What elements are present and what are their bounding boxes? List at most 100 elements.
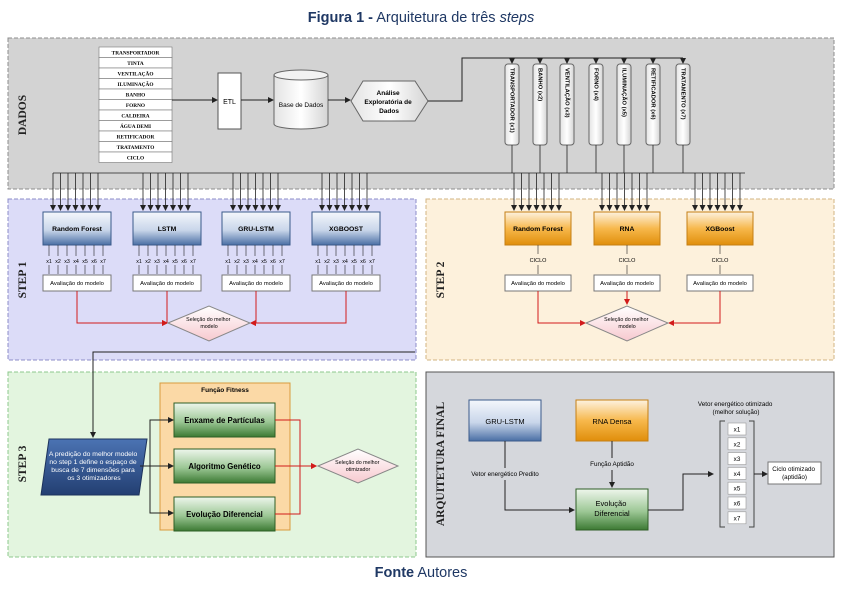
step3-red-connector <box>275 466 301 515</box>
optimizer-label: Evolução Diferencial <box>186 510 263 519</box>
step2-evaluation-label: Avaliação do modelo <box>693 281 747 287</box>
step1-model-label: LSTM <box>158 226 177 233</box>
step1-red-connector <box>76 291 168 326</box>
selected-variable-label: FORNO (x4) <box>592 68 598 101</box>
step2-output-label: CICLO <box>712 258 730 264</box>
database-label: Base de Dados <box>279 102 324 109</box>
output-variable-label: x2 <box>324 259 330 265</box>
output-variable-label: x7 <box>279 259 285 265</box>
step3-note-parallelogram <box>40 438 148 496</box>
variable-label: CICLO <box>127 156 144 162</box>
step2-selection-diamond <box>584 305 670 342</box>
variable-label: TINTA <box>127 61 144 67</box>
output-variable-label: x6 <box>360 259 366 265</box>
output-variable-label: x6 <box>270 259 276 265</box>
final-gru-lstm-label: GRU-LSTM <box>485 417 524 426</box>
output-variable-label: x1 <box>46 259 52 265</box>
exploratory-analysis-label: Análise Exploratória de Dados <box>364 90 413 115</box>
output-variable-label: x4 <box>73 259 79 265</box>
optimizer-label: Enxame de Partículas <box>184 416 265 425</box>
output-variable-label: x3 <box>154 259 160 265</box>
variable-label: CALDEIRA <box>121 114 149 120</box>
output-variable-label: x7 <box>190 259 196 265</box>
vector-cell <box>727 452 747 465</box>
output-variable-label: x5 <box>82 259 88 265</box>
output-variable-label: x5 <box>261 259 267 265</box>
variable-label: ÁGUA DEMI <box>120 122 151 130</box>
step2-output-label: CICLO <box>619 258 637 264</box>
final-evo-label: Evolução Diferencial <box>594 499 630 518</box>
vector-cell <box>727 422 747 436</box>
step1-selection-label: Seleção do melhor modelo <box>186 317 232 330</box>
step2-label: STEP 2 <box>435 261 447 298</box>
optimizer-box <box>173 448 276 484</box>
selected-variable-label: VENTILAÇÃO (x3) <box>563 68 570 118</box>
vector-cell-label: x5 <box>734 486 741 493</box>
final-gru-lstm-box <box>468 399 542 442</box>
output-variable-label: x3 <box>333 259 339 265</box>
selected-variable-label: RETIFICADOR (x6) <box>649 68 655 120</box>
step1-model-label: XGBOOST <box>329 226 364 233</box>
variable-label: VENTILAÇÃO <box>118 70 154 78</box>
output-variable-label: x5 <box>351 259 357 265</box>
step2-model-label: RNA <box>620 226 635 233</box>
step1-model-box <box>132 211 202 246</box>
output-variable-label: x4 <box>342 259 348 265</box>
final-evo-box <box>575 488 649 531</box>
output-variable-label: x5 <box>172 259 178 265</box>
optimizer-box <box>173 402 276 438</box>
step1-model-label: GRU-LSTM <box>238 226 274 233</box>
step2-model-label: Random Forest <box>513 226 564 233</box>
variable-label: TRATAMENTO <box>117 145 155 151</box>
step1-evaluation-label: Avaliação do modelo <box>140 281 194 287</box>
step1-model-box <box>221 211 291 246</box>
step3-label: STEP 3 <box>17 445 29 482</box>
etl-label: ETL <box>223 99 236 106</box>
output-variable-label: x3 <box>64 259 70 265</box>
step2-red-connector <box>537 291 586 326</box>
step1-evaluation-label: Avaliação do modelo <box>50 281 104 287</box>
step2-model-box <box>686 211 754 246</box>
vector-cell <box>727 437 747 451</box>
step2-model-label: XGBoost <box>705 226 735 233</box>
output-variable-label: x1 <box>225 259 231 265</box>
fitness-function-label: Função Fitness <box>201 387 249 394</box>
vector-cell-label: x2 <box>734 441 741 448</box>
step2-evaluation-label: Avaliação do modelo <box>600 281 654 287</box>
step3-note: A predição do melhor modelo no step 1 de… <box>49 451 139 482</box>
vector-cell-label: x3 <box>734 456 741 463</box>
figure-source: Fonte Autores <box>374 565 468 581</box>
selected-variable-label: ILUMINAÇÃO (x5) <box>620 68 627 117</box>
step3-selection-label: Seleção do melhor otimizador <box>335 460 381 473</box>
selected-variable-label: TRATAMENTO (x7) <box>679 68 685 120</box>
output-variable-label: x2 <box>234 259 240 265</box>
output-variable-label: x4 <box>252 259 258 265</box>
output-variable-label: x3 <box>243 259 249 265</box>
variable-label: ILUMINAÇÃO <box>118 80 154 88</box>
output-variable-label: x2 <box>145 259 151 265</box>
step2-red-connector <box>668 291 721 326</box>
vector-cell <box>727 511 747 525</box>
predicted-vector-label: Vetor energético Predito <box>471 471 539 478</box>
variable-cell <box>98 151 173 163</box>
output-variable-label: x7 <box>369 259 375 265</box>
vector-cell-label: x1 <box>734 427 741 434</box>
vector-cell <box>727 467 747 480</box>
final-rna-label: RNA Densa <box>592 417 632 426</box>
vector-cell <box>727 496 747 510</box>
vector-cell-label: x7 <box>734 515 741 522</box>
vector-cell-label: x6 <box>734 501 741 508</box>
variable-list: TRANSPORTADORTINTAVENTILAÇÃOILUMINAÇÃOBA… <box>98 46 173 163</box>
optimizer-label: Algoritmo Genético <box>188 462 261 471</box>
variable-label: BANHO <box>126 93 145 99</box>
variable-label: FORNO <box>126 103 145 109</box>
step1-selection-diamond <box>166 305 252 342</box>
dados-label: DADOS <box>17 95 29 135</box>
step1-label: STEP 1 <box>17 261 29 298</box>
variable-label: RETIFICADOR <box>117 135 155 141</box>
vector-cell <box>727 481 747 495</box>
output-variable-label: x2 <box>55 259 61 265</box>
output-variable-label: x4 <box>163 259 169 265</box>
